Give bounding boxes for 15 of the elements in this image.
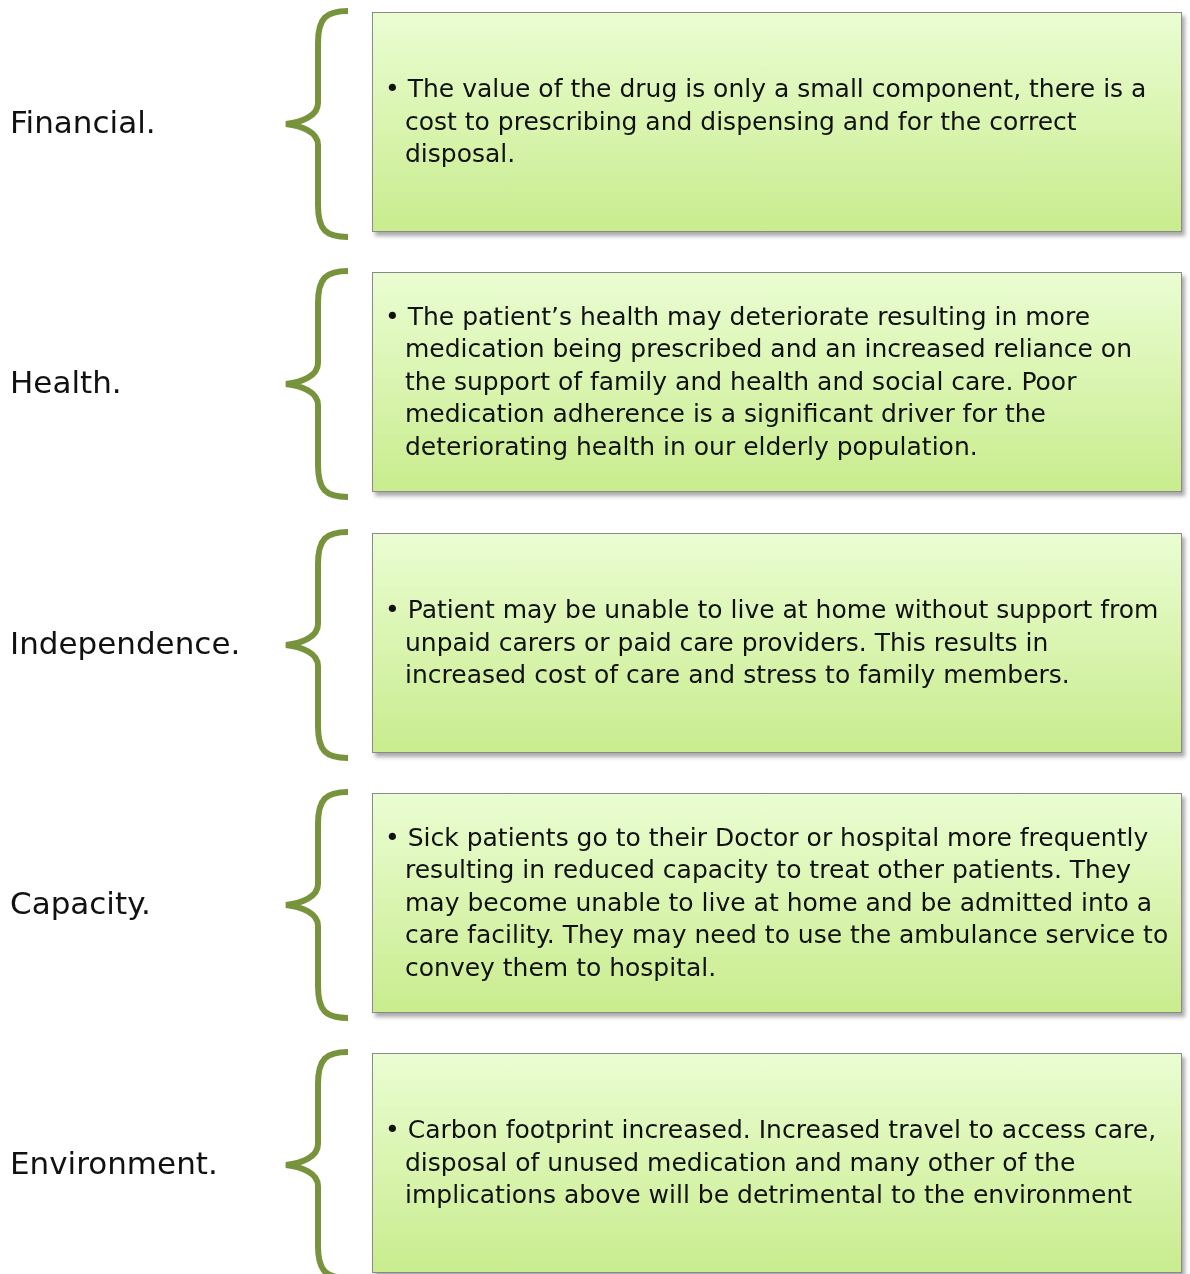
category-label: Health.	[10, 364, 122, 400]
bullet-text: • The value of the drug is only a small component, there is a cost to prescribing and dispensing and for the correct disposal.	[384, 73, 1148, 171]
category-label: Financial.	[10, 104, 156, 140]
text-box	[372, 1053, 1182, 1273]
text-box	[372, 793, 1182, 1013]
text-box	[372, 533, 1182, 753]
category-label: Environment.	[10, 1145, 218, 1181]
category-label: Capacity.	[10, 885, 151, 921]
bullet-text: • Carbon footprint increased. Increased travel to access care, disposal of unused medication and many other of the implications above will be detrimental to the environment	[384, 1114, 1158, 1212]
bullet-text: • Patient may be unable to live at home without support from unpaid carers or paid care providers. This results in increased cost of care and stress to family members.	[384, 594, 1160, 692]
bullet-text: • The patient’s health may deteriorate resulting in more medication being prescribed and an increased reliance on the support of family and health and social care. Poor medication adherence is a significant driver for the deteriorating health in our elderly population.	[384, 300, 1133, 463]
text-box	[372, 272, 1182, 492]
text-box	[372, 12, 1182, 232]
category-label: Independence.	[10, 625, 241, 661]
bullet-text: • Sick patients go to their Doctor or hospital more frequently resulting in reduced capacity to treat other patients. They may become unable to live at home and be admitted into a care facility. They may need to use the ambulance service to convey them to hospital.	[384, 821, 1170, 984]
